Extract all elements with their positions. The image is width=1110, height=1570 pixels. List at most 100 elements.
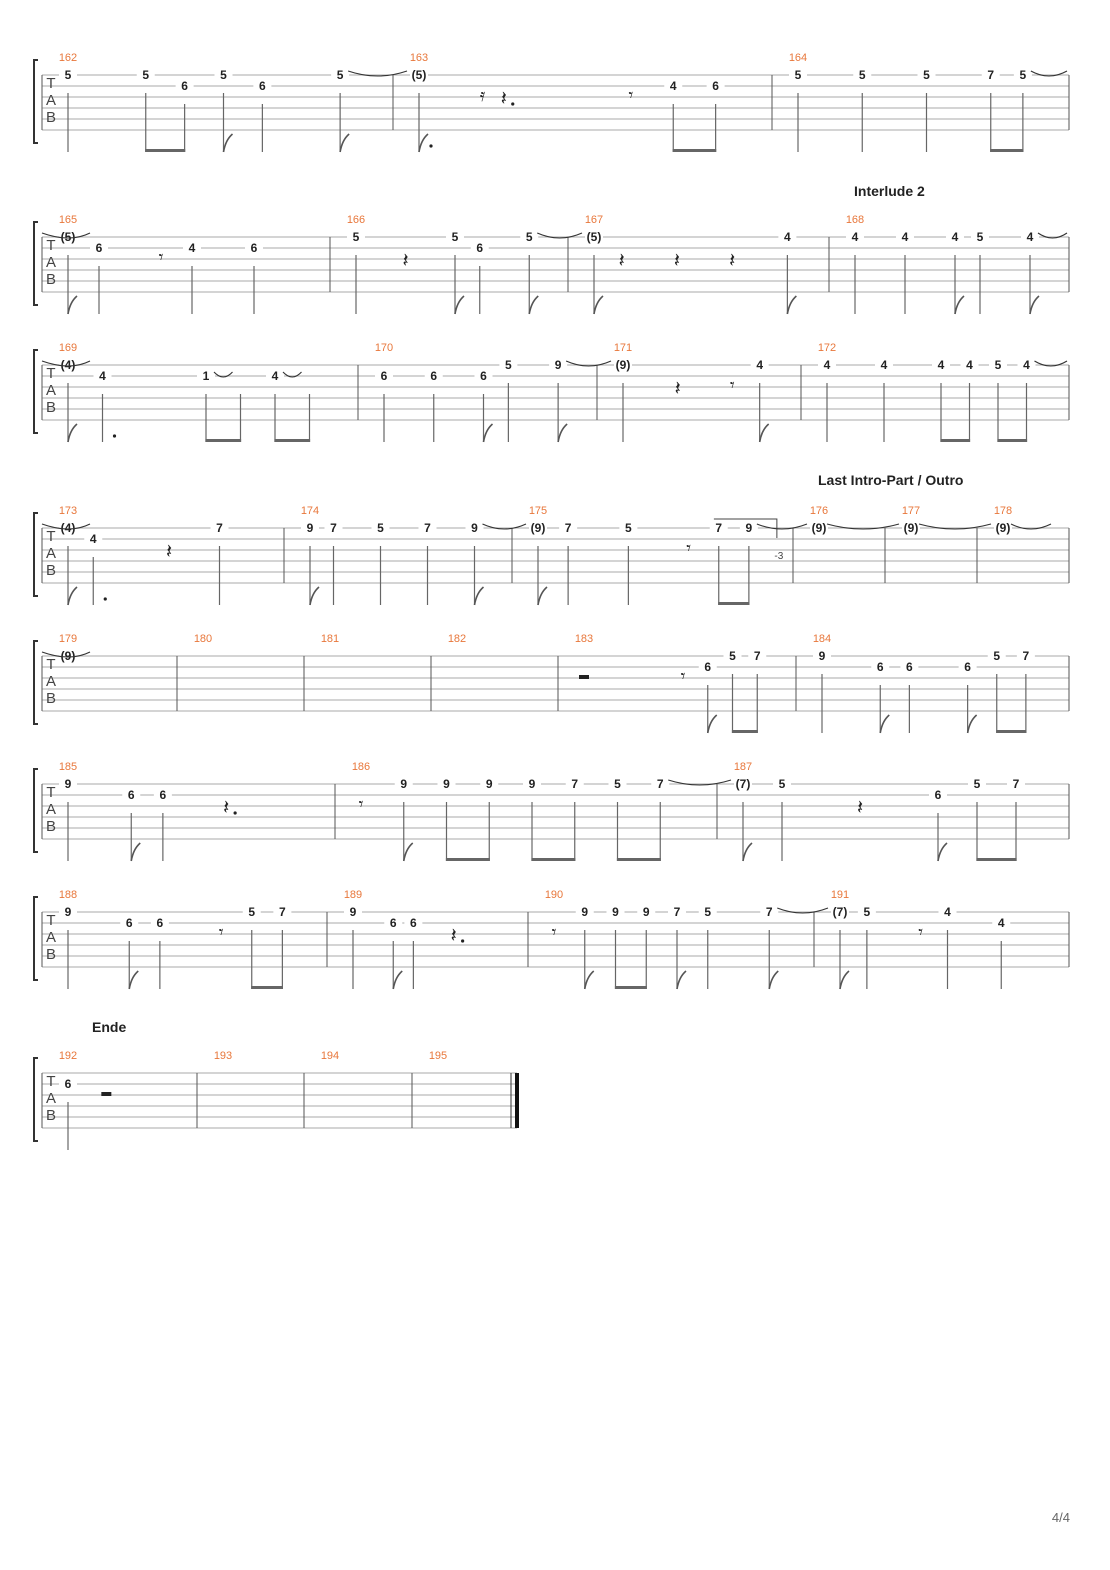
fret-number: 5: [220, 68, 227, 82]
fret-number: (5): [587, 230, 602, 244]
fret-background: [619, 522, 638, 534]
tie: [565, 360, 612, 367]
fret-number: 5: [526, 230, 533, 244]
fret-background: [875, 359, 893, 371]
fret-number: 4: [998, 916, 1005, 930]
quarter-rest: 𝄽: [729, 248, 735, 272]
fret-number: 4: [90, 532, 97, 546]
dot: [461, 939, 465, 943]
flag: [742, 842, 753, 862]
quarter-rest: 𝄽: [674, 248, 680, 272]
tie: [537, 232, 583, 239]
fret-background: [994, 522, 1012, 534]
measure-number: 174: [301, 505, 319, 517]
beam: [145, 149, 186, 152]
fret-number: 6: [480, 369, 487, 383]
fret-number: 6: [410, 916, 417, 930]
tab-clef-letter: T: [46, 784, 55, 801]
beam: [940, 439, 971, 442]
fret-number: 9: [307, 521, 314, 535]
flag: [67, 423, 78, 443]
fret-background: [371, 522, 390, 534]
eighth-rest: 𝄾: [730, 375, 735, 396]
fret-background: [932, 359, 950, 371]
fret-number: 5: [779, 777, 786, 791]
fret-number: 5: [377, 521, 384, 535]
eighth-rest: 𝄾: [359, 794, 364, 815]
measure-number: 187: [734, 761, 752, 773]
fret-background: [242, 906, 261, 918]
measure-number: 175: [529, 505, 547, 517]
fret-number: 6: [390, 916, 397, 930]
quarter-rest: 𝄽: [451, 923, 457, 947]
fret-background: [614, 359, 632, 371]
fret-number: 9: [65, 777, 72, 791]
fret-number: 6: [157, 916, 164, 930]
fret-background: [59, 359, 77, 371]
fret-number: 5: [65, 68, 72, 82]
fret-background: [981, 69, 1000, 81]
tab-clef-letter: B: [46, 399, 56, 416]
fret-number: 4: [1023, 358, 1030, 372]
tab-clef-letter: T: [46, 912, 55, 929]
fret-number: 4: [966, 358, 973, 372]
system-bracket: [33, 768, 38, 853]
fret-background: [989, 359, 1007, 371]
fret-background: [929, 789, 947, 801]
fret-number: 5: [923, 68, 930, 82]
fret-number: 9: [529, 777, 536, 791]
tab-clef-letter: A: [46, 673, 56, 690]
fret-number: 6: [906, 660, 913, 674]
fret-number: 6: [259, 79, 266, 93]
fret-background: [210, 522, 229, 534]
fret-number: 5: [353, 230, 360, 244]
flag: [706, 714, 718, 734]
tie: [41, 523, 91, 530]
tie: [1037, 232, 1068, 239]
tie: [482, 523, 527, 530]
tab-clef-letter: T: [46, 528, 55, 545]
tab-clef-letter: T: [46, 1073, 55, 1090]
flag: [130, 842, 141, 862]
flag: [309, 586, 320, 606]
system-bracket: [33, 221, 38, 306]
fret-background: [470, 242, 489, 254]
flag: [222, 133, 234, 153]
fret-number: 4: [938, 358, 945, 372]
system-bracket: [33, 640, 38, 725]
fret-number: 6: [96, 241, 103, 255]
measure-number: 162: [59, 52, 77, 64]
eighth-rest: 𝄾: [219, 922, 224, 943]
fret-number: 9: [746, 521, 753, 535]
fret-background: [90, 242, 108, 254]
fret-background: [960, 359, 979, 371]
measure-number: 170: [375, 342, 393, 354]
fret-background: [917, 69, 936, 81]
beam: [205, 439, 242, 442]
fret-number: 9: [350, 905, 357, 919]
fret-background: [748, 650, 767, 662]
fret-background: [59, 69, 77, 81]
flag: [758, 423, 770, 443]
fret-background: [575, 906, 594, 918]
fret-number: 5: [505, 358, 512, 372]
beam: [445, 858, 490, 861]
fret-number: 4: [1027, 230, 1034, 244]
measure-number: 167: [585, 214, 603, 226]
fret-background: [59, 1078, 77, 1090]
eighth-rest: 𝄿: [480, 85, 486, 106]
fret-background: [1021, 231, 1039, 243]
tie: [1034, 360, 1068, 367]
quarter-rest: 𝄽: [166, 539, 172, 563]
tie: [777, 907, 829, 914]
system-bracket: [33, 59, 38, 144]
fret-background: [992, 917, 1011, 929]
beam: [274, 439, 311, 442]
tie: [918, 523, 992, 530]
fret-background: [122, 789, 141, 801]
fret-background: [706, 80, 725, 92]
fret-background: [810, 522, 828, 534]
